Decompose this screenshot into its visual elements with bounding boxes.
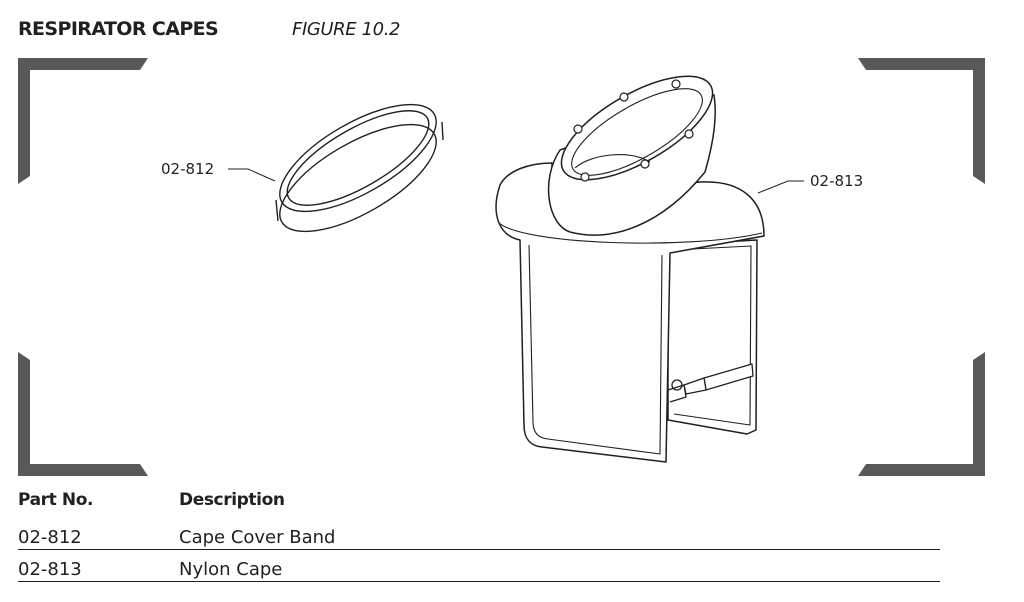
frame-corner-bottom-left [18, 352, 148, 476]
cape-back-panel [667, 239, 758, 435]
table-row: 02-813 Nylon Cape [18, 550, 940, 582]
corner-frame [18, 58, 985, 476]
table-row: 02-812 Cape Cover Band [18, 518, 940, 550]
cape-mask-opening [574, 154, 651, 169]
cape-snap-holes [573, 79, 694, 182]
part-number: 02-813 [18, 559, 82, 580]
figure-label: FIGURE 10.2 [292, 19, 401, 40]
callout-02-812: 02-812 [161, 160, 276, 182]
parts-table-header: Part No. Description [18, 488, 940, 518]
nylon-cape-illustration [495, 75, 765, 463]
column-header-part-no: Part No. [18, 490, 94, 510]
callout-02-813: 02-813 [757, 172, 863, 194]
frame-corner-bottom-right [858, 352, 985, 476]
cape-body-seam [528, 244, 663, 455]
figure-illustration: 02-812 02-813 [18, 58, 985, 476]
cape-shoulder-seam [497, 221, 763, 244]
part-description: Cape Cover Band [179, 527, 336, 548]
column-header-description: Description [179, 490, 285, 510]
part-number: 02-812 [18, 527, 82, 548]
frame-corner-top-right [858, 58, 985, 184]
cape-strap-buckle [667, 363, 754, 403]
section-title: RESPIRATOR CAPES [18, 18, 219, 40]
frame-corner-top-left [18, 58, 148, 184]
callout-label-02-812: 02-812 [161, 160, 214, 178]
parts-table: Part No. Description 02-812 Cape Cover B… [18, 488, 940, 582]
cape-body [495, 162, 765, 463]
part-description: Nylon Cape [179, 559, 283, 580]
cape-cover-band-illustration [275, 103, 444, 233]
cape-back-panel-inner [672, 245, 752, 426]
callout-label-02-813: 02-813 [810, 172, 863, 190]
